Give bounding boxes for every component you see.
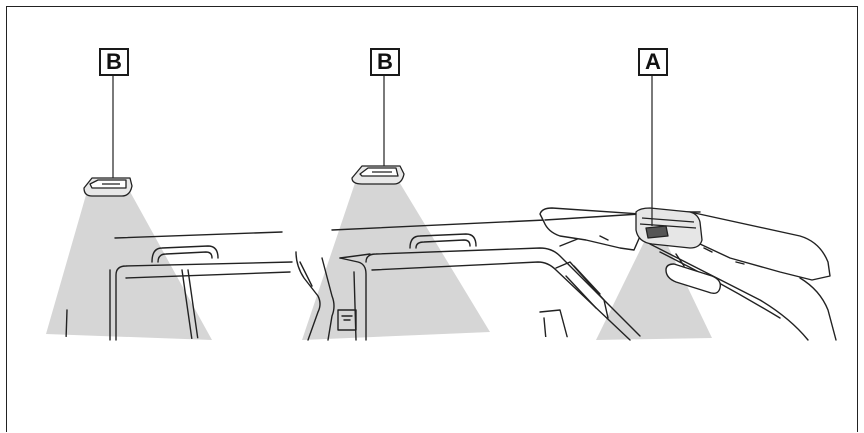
- callout-b-left: B: [99, 48, 129, 76]
- dome-light-left: [84, 178, 132, 196]
- window-line: [66, 310, 67, 340]
- light-beam-middle: [302, 180, 490, 340]
- light-beams: [46, 180, 712, 340]
- callout-b-middle: B: [370, 48, 400, 76]
- sun-visor-right: [690, 212, 830, 280]
- door-trim: [540, 310, 568, 340]
- callout-a-right: A: [638, 48, 668, 76]
- front-pillar: [556, 262, 608, 318]
- map-light-overhead: [636, 208, 702, 248]
- dome-light-middle: [352, 166, 404, 184]
- a-pillar-right: [800, 278, 836, 340]
